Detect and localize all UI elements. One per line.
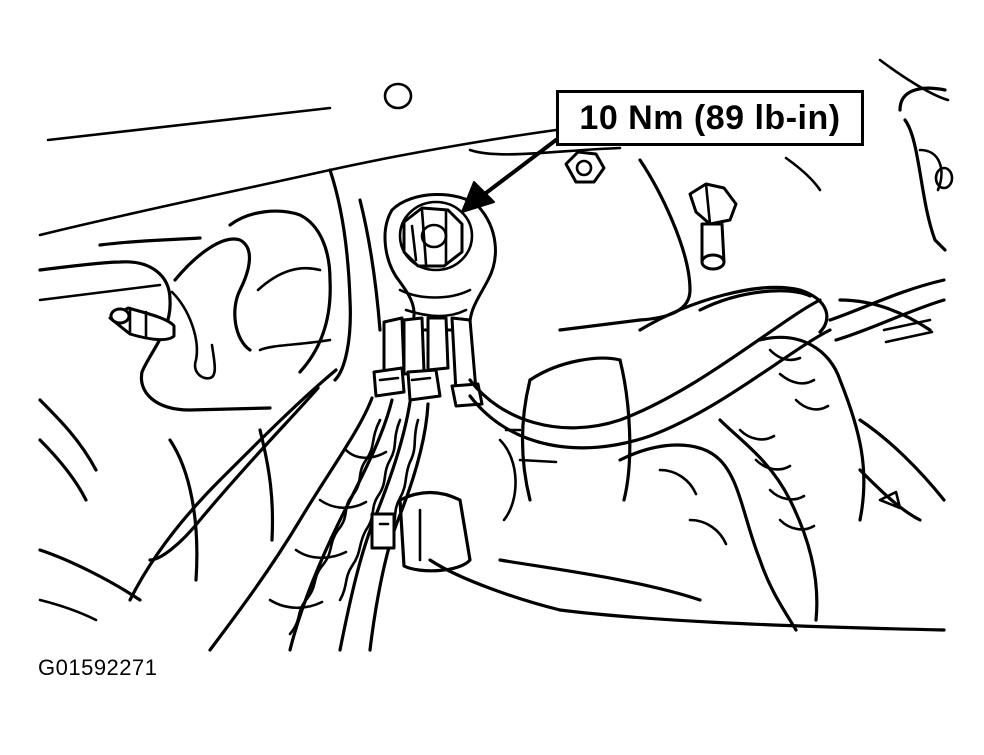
small-bolt: [564, 150, 606, 184]
crimp-terminals: [372, 316, 484, 408]
callout-leader-arrow: [461, 138, 558, 213]
figure-id-label: G01592271: [38, 655, 158, 680]
upper-panel-lines: [38, 58, 950, 302]
torque-callout: 10 Nm (89 lb-in): [556, 90, 864, 146]
lower-left-linework: [38, 398, 946, 632]
left-stud: [108, 306, 176, 342]
right-stud: [688, 182, 738, 271]
lower-bracket: [370, 490, 562, 612]
intake-manifold-bracket: [38, 168, 382, 412]
torque-spec-label: 10 Nm (89 lb-in): [579, 98, 841, 137]
canister: [498, 356, 632, 522]
corrugated-hose: [618, 298, 946, 632]
ground-terminal-assembly: [383, 193, 497, 332]
harness-wires: [128, 278, 946, 602]
